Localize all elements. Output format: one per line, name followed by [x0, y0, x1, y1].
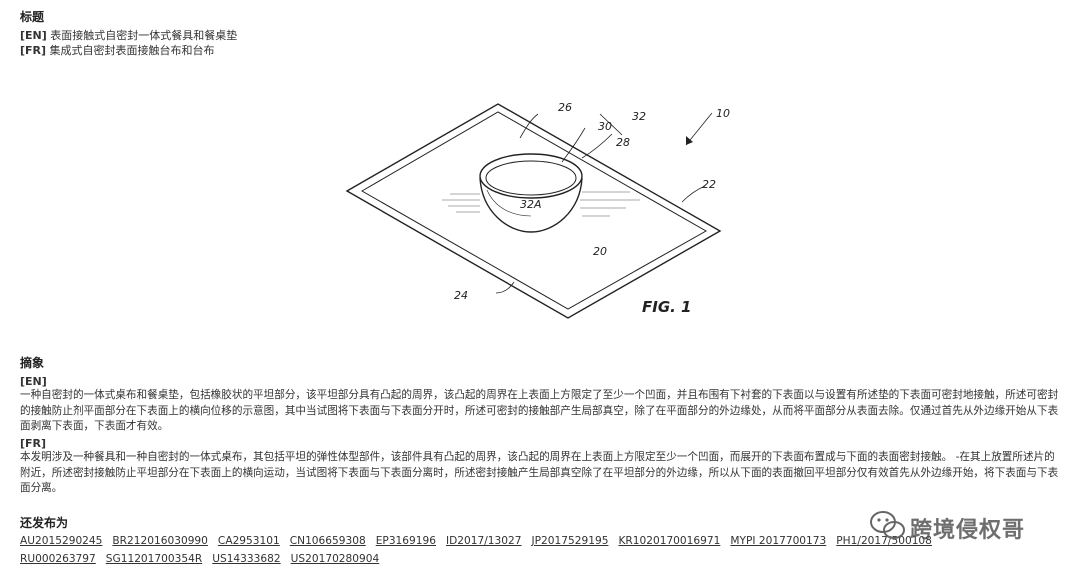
- title-en-text: 表面接触式自密封一体式餐具和餐桌垫: [46, 29, 238, 42]
- published-link[interactable]: JP2017529195: [531, 535, 609, 547]
- mat-inner: [360, 111, 708, 310]
- label-24: 24: [454, 289, 468, 302]
- label-32a: 32A: [520, 198, 542, 211]
- title-fr-text: 集成式自密封表面接触台布和台布: [46, 44, 215, 57]
- published-link[interactable]: MYPI 2017700173: [730, 535, 827, 547]
- label-20: 20: [593, 245, 607, 258]
- label-32: 32: [632, 110, 646, 123]
- abstract-en-text: 一种自密封的一体式桌布和餐桌垫，包括橡胶状的平坦部分，该平坦部分具有凸起的周界，…: [20, 389, 1059, 432]
- abstract-en-tag-line: [EN]: [20, 375, 47, 389]
- figure-caption: FIG. 1: [642, 298, 692, 316]
- label-26: 26: [558, 101, 572, 114]
- label-28: 28: [616, 136, 630, 149]
- label-10: 10: [716, 107, 730, 120]
- bowl-rim: [479, 153, 583, 199]
- watermark: 跨境侵权哥: [868, 506, 1058, 546]
- abstract-fr-tag-line: [FR]: [20, 437, 46, 451]
- title-heading: 标题: [20, 10, 45, 24]
- published-link[interactable]: ID2017/13027: [446, 535, 522, 547]
- abstract-en-tag: [EN]: [20, 375, 47, 388]
- lang-tag-en: [EN]: [20, 29, 47, 42]
- mat-outer: [345, 103, 722, 319]
- published-link[interactable]: KR1020170016971: [618, 535, 721, 547]
- lang-tag-fr: [FR]: [20, 44, 47, 57]
- abstract-fr-tag: [FR]: [20, 437, 47, 450]
- published-link[interactable]: US20170280904: [290, 553, 380, 565]
- bowl-body: [479, 177, 583, 233]
- published-link[interactable]: SG11201700354R: [105, 553, 203, 565]
- published-link[interactable]: EP3169196: [375, 535, 436, 547]
- published-heading: 还发布为: [20, 516, 69, 530]
- published-link[interactable]: PH1/2017/500108: [836, 535, 932, 547]
- abstract-fr-text: 本发明涉及一种餐具和一种自密封的一体式桌布，其包括平坦的弹性体型部件，该部件具有…: [20, 451, 1059, 494]
- title-en: [EN] 表面接触式自密封一体式餐具和餐桌垫: [20, 29, 237, 43]
- title-fr: [FR] 集成式自密封表面接触台布和台布: [20, 44, 215, 58]
- abstract-heading: 摘象: [20, 356, 45, 370]
- label-30: 30: [598, 120, 612, 133]
- published-link[interactable]: CA2953101: [217, 535, 280, 547]
- published-list: AU2015290245 BR212016030990 CA2953101 CN106…: [20, 532, 1020, 568]
- published-link[interactable]: CN106659308: [289, 535, 366, 547]
- published-link[interactable]: AU2015290245: [20, 535, 103, 547]
- patent-figure: 26 32 10 30 28 22 32A 20 24 FIG. 1: [345, 101, 730, 319]
- watermark-text: 跨境侵权哥: [910, 518, 1026, 543]
- label-22: 22: [702, 178, 716, 191]
- published-link[interactable]: BR212016030990: [112, 535, 208, 547]
- published-link[interactable]: US14333682: [212, 553, 281, 565]
- published-link[interactable]: RU000263797: [20, 553, 96, 565]
- wechat-logo-icon: [870, 511, 905, 539]
